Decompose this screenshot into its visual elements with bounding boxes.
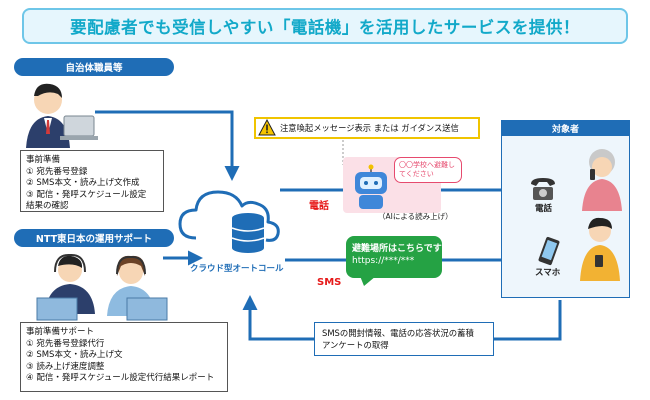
prep-item: ② SMS本文・読み上げ文 bbox=[26, 350, 123, 361]
sms-bubble-tail bbox=[360, 276, 376, 286]
ai-robot-icon bbox=[355, 164, 387, 209]
prep-heading: 事前準備 bbox=[26, 155, 61, 165]
prep-item: ① 宛先番号登録代行 bbox=[26, 338, 105, 349]
cloud-autocall-label: クラウド型オートコール bbox=[190, 264, 284, 274]
arrow-municipality-to-cloud bbox=[95, 110, 240, 181]
target-smartphone-label: スマホ bbox=[535, 268, 561, 278]
ntt-prep-box: 事前準備サポート ① 宛先番号登録代行 ② SMS本文・読み上げ文 ③ 読み上げ… bbox=[20, 322, 228, 392]
feedback-line: アンケートの取得 bbox=[322, 340, 389, 350]
municipality-label: 自治体職員等 bbox=[14, 58, 174, 76]
page-title: 要配慮者でも受信しやすい「電話機」を活用したサービスを提供！ bbox=[22, 8, 628, 44]
cloud-server-icon bbox=[178, 190, 280, 253]
prep-item: 結果の確認 bbox=[26, 201, 69, 212]
elderly-woman-illustration bbox=[582, 149, 622, 211]
prep-item: ④ 配信・発呼スケジュール設定代行結果レポート bbox=[26, 373, 215, 384]
prep-item: ③ 配信・発呼スケジュール設定 bbox=[26, 189, 147, 200]
warning-text: 注意喚起メッセージ表示 または ガイダンス送信 bbox=[280, 123, 459, 133]
sms-bubble-title: 避難場所はこちらです bbox=[352, 244, 442, 254]
sms-route-label: SMS bbox=[317, 277, 341, 288]
telephone-icon bbox=[531, 178, 555, 200]
prep-item: ② SMS本文・読み上げ文作成 bbox=[26, 178, 140, 189]
feedback-box: SMSの開封情報、電話の応答状況の蓄積 アンケートの取得 bbox=[314, 322, 494, 356]
target-phone-label: 電話 bbox=[535, 204, 553, 214]
ntt-support-label: NTT東日本の運用サポート bbox=[14, 229, 174, 247]
target-label: 対象者 bbox=[501, 120, 630, 136]
smartphone-icon bbox=[538, 236, 560, 266]
prep-heading: 事前準備サポート bbox=[26, 327, 95, 337]
prep-item: ③ 読み上げ速度調整 bbox=[26, 361, 105, 372]
phone-route-text: 電話 bbox=[309, 201, 329, 212]
prep-item: ① 宛先番号登録 bbox=[26, 166, 88, 177]
phone-message-bubble: 〇〇学校へ避難してください bbox=[394, 157, 462, 183]
sms-route-text: SMS bbox=[317, 277, 342, 288]
ai-caption: （AIによる読み上げ） bbox=[378, 212, 453, 221]
young-man-illustration bbox=[580, 217, 620, 281]
warning-banner: 注意喚起メッセージ表示 または ガイダンス送信 bbox=[254, 117, 480, 139]
operators-illustration bbox=[36, 253, 168, 321]
phone-route-label: 電話 bbox=[309, 197, 329, 212]
warning-icon bbox=[258, 119, 276, 136]
municipality-prep-box: 事前準備 ① 宛先番号登録 ② SMS本文・読み上げ文作成 ③ 配信・発呼スケジ… bbox=[20, 150, 164, 212]
phone-bubble-text: 〇〇学校へ避難してください bbox=[399, 161, 455, 178]
sms-message-bubble: 避難場所はこちらです https://***/*** bbox=[346, 236, 442, 278]
feedback-line: SMSの開封情報、電話の応答状況の蓄積 bbox=[322, 328, 474, 338]
officer-illustration bbox=[26, 83, 98, 148]
sms-bubble-url: https://***/*** bbox=[352, 256, 415, 266]
